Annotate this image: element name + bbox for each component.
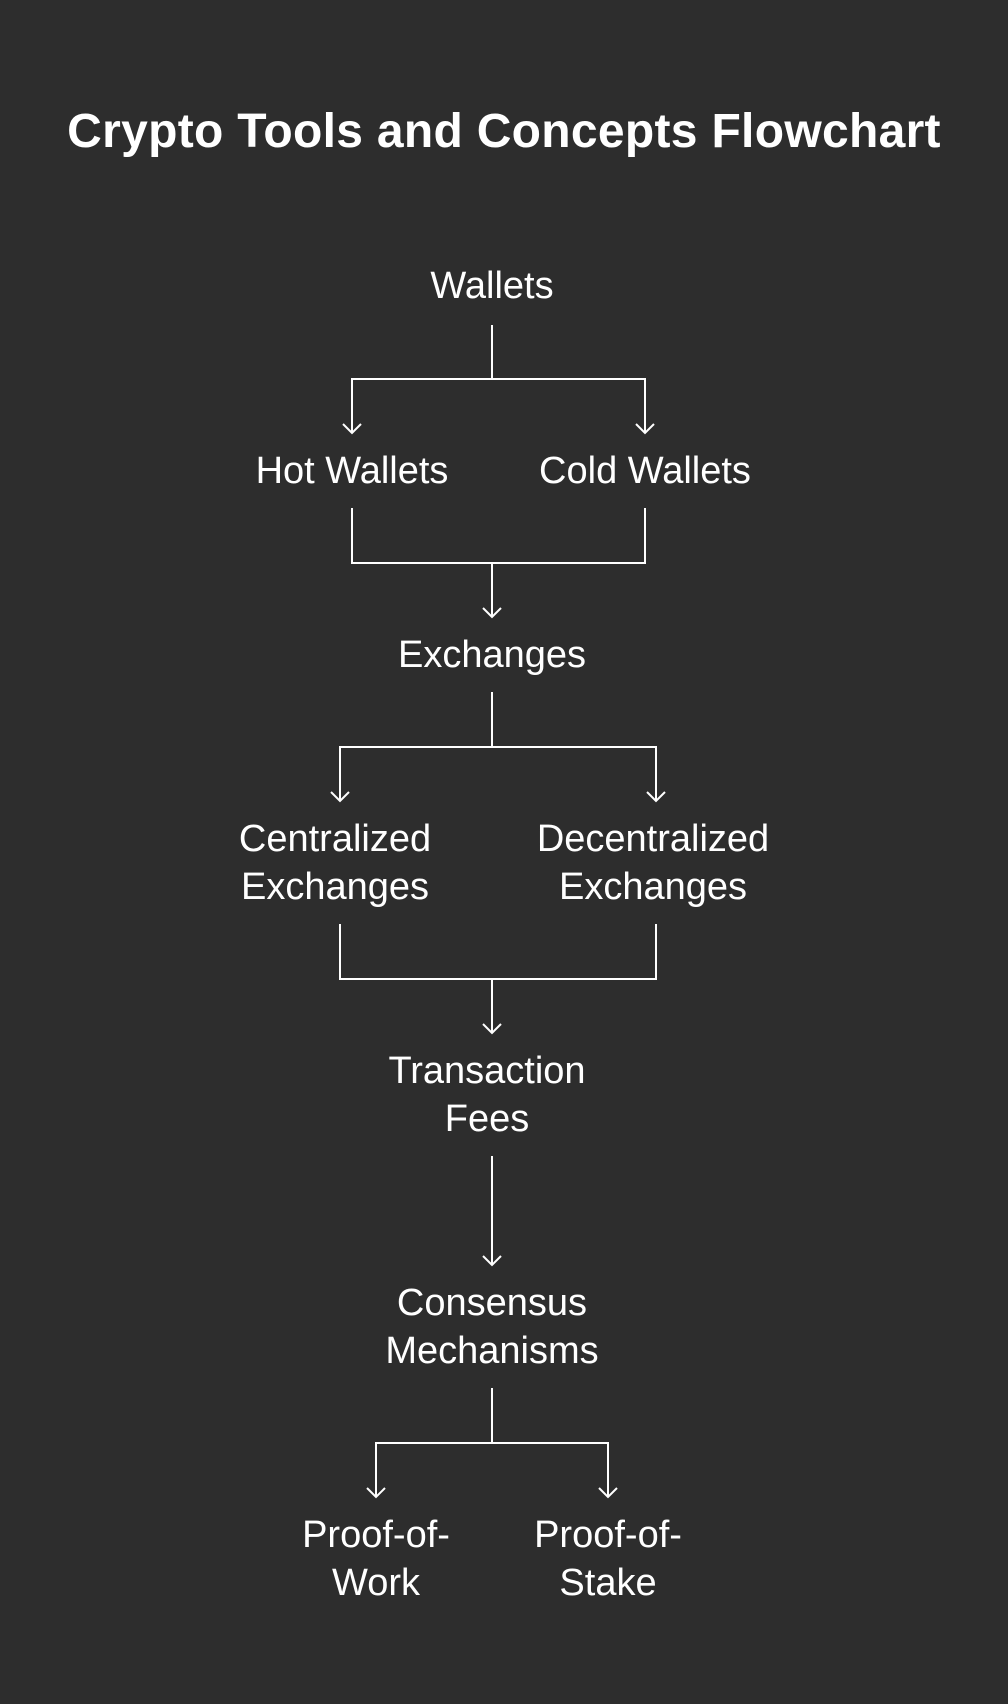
edge-cold-wallets-to-exchanges — [482, 508, 646, 619]
node-proof-of-stake-line-1: Proof-of- — [534, 1514, 682, 1556]
node-decentralized-line-1: Decentralized — [536, 818, 770, 860]
node-exchanges-label: Exchanges — [397, 634, 587, 676]
node-proof-of-work-line-2: Work — [332, 1562, 420, 1604]
node-cold-wallets: Cold Wallets — [539, 447, 751, 495]
node-centralized-exchanges: Centralized Exchanges — [239, 815, 431, 911]
node-cold-wallets-label: Cold Wallets — [539, 450, 751, 492]
node-decentralized-line-2: Exchanges — [558, 866, 747, 908]
node-transaction-fees: Transaction Fees — [388, 1047, 585, 1143]
node-consensus-mechanisms: Consensus Mechanisms — [385, 1279, 598, 1375]
node-exchanges: Exchanges — [398, 631, 586, 679]
node-hot-wallets-label: Hot Wallets — [255, 450, 449, 492]
edge-decentralized-to-transaction-fees — [482, 924, 657, 1035]
node-transaction-fees-line-2: Fees — [444, 1098, 530, 1140]
edge-transaction-fees-to-consensus — [482, 1156, 502, 1267]
diagram-title: Crypto Tools and Concepts Flowchart — [67, 105, 941, 158]
node-consensus-line-1: Consensus — [396, 1282, 588, 1324]
edge-hot-wallets-to-exchanges — [351, 508, 492, 564]
edge-wallets-to-cold-wallets — [492, 378, 655, 435]
node-wallets: Wallets — [430, 262, 553, 310]
node-consensus-line-2: Mechanisms — [385, 1330, 599, 1372]
node-transaction-fees-line-1: Transaction — [388, 1050, 586, 1092]
node-decentralized-exchanges: Decentralized Exchanges — [537, 815, 769, 911]
node-proof-of-stake: Proof-of- Stake — [534, 1511, 682, 1607]
node-centralized-line-2: Exchanges — [240, 866, 429, 908]
node-proof-of-work-line-1: Proof-of- — [302, 1514, 450, 1556]
edge-consensus-to-proof-of-stake — [492, 1442, 618, 1499]
node-centralized-line-1: Centralized — [238, 818, 432, 860]
node-proof-of-stake-line-2: Stake — [559, 1562, 657, 1604]
node-wallets-label: Wallets — [430, 265, 554, 307]
edge-exchanges-to-centralized — [330, 692, 493, 803]
node-hot-wallets: Hot Wallets — [256, 447, 449, 495]
edge-consensus-to-proof-of-work — [366, 1388, 493, 1499]
edge-centralized-to-transaction-fees — [339, 924, 492, 980]
node-proof-of-work: Proof-of- Work — [302, 1511, 450, 1607]
edge-exchanges-to-decentralized — [492, 746, 666, 803]
edge-wallets-to-hot-wallets — [342, 325, 493, 435]
